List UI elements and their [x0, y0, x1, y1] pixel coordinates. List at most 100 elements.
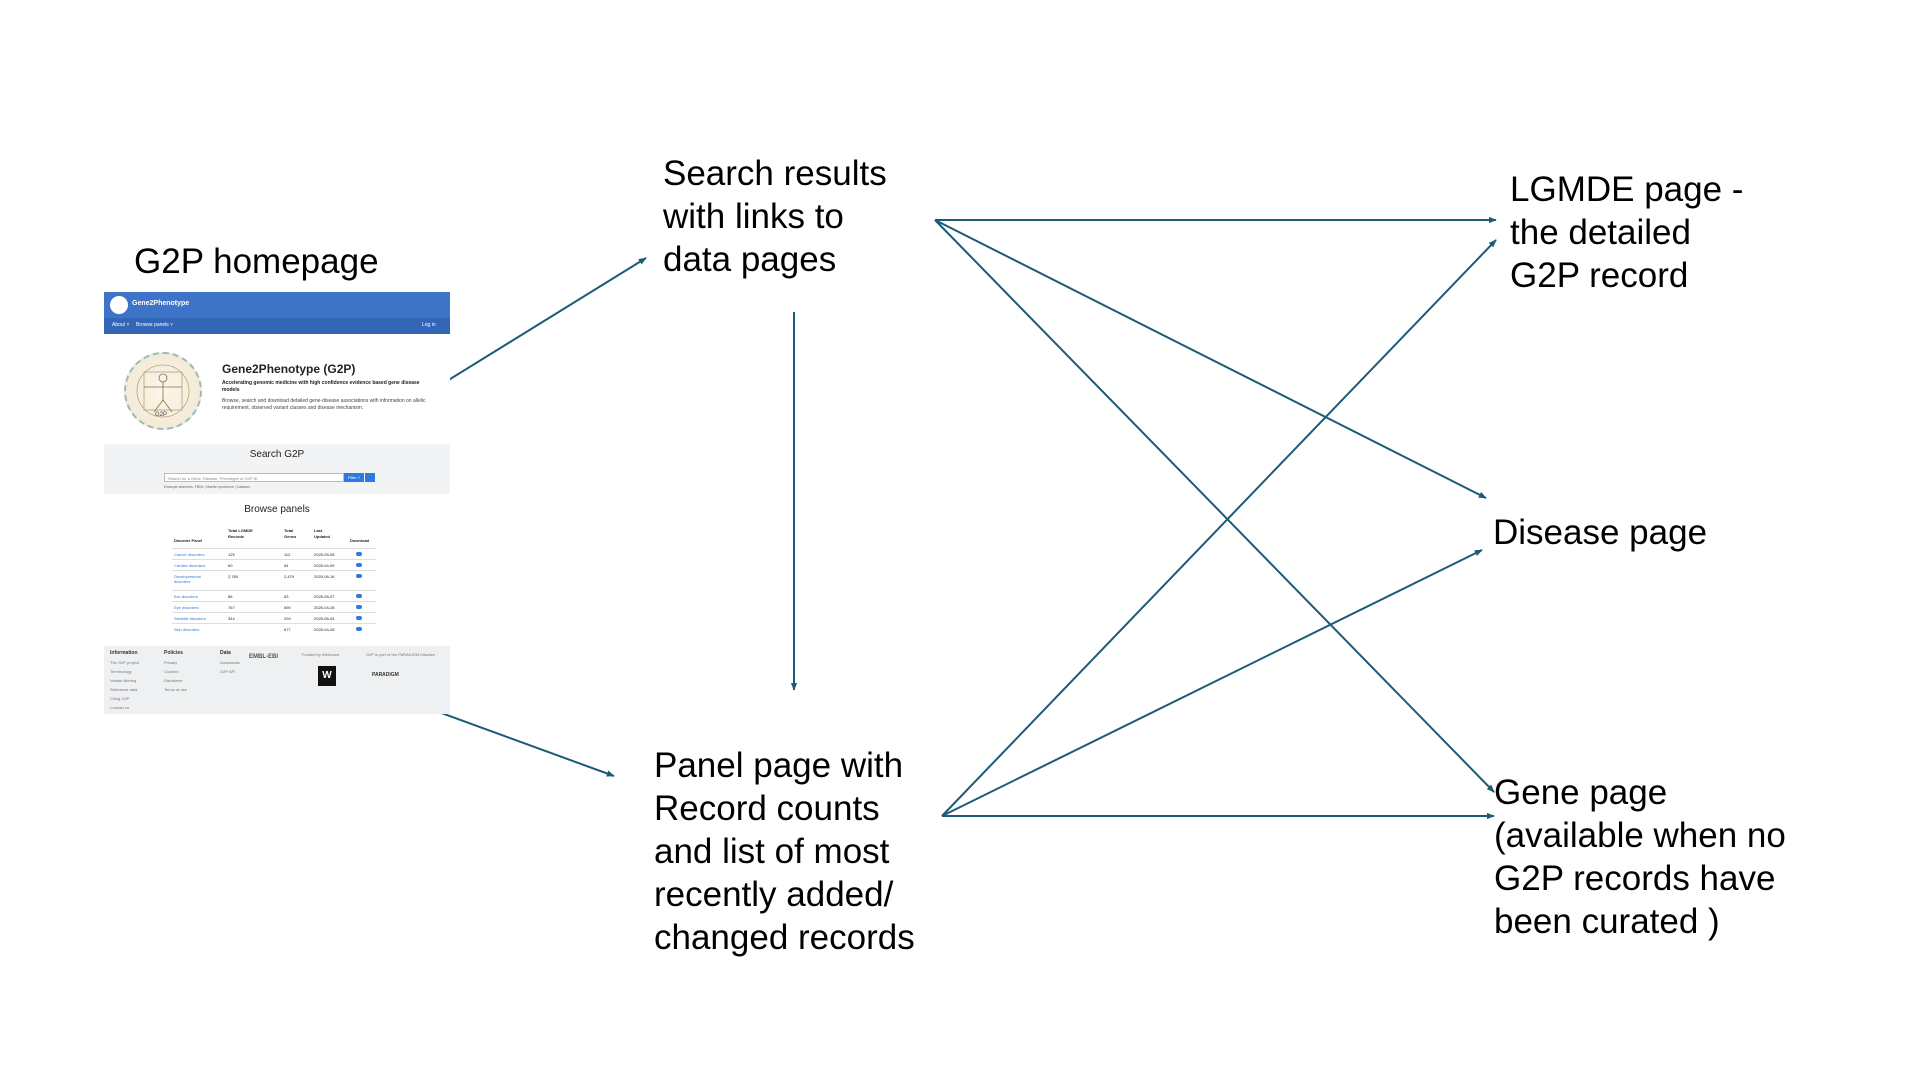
table-row: Skin disorders 677 2025-04-28: [172, 623, 376, 635]
table-row: Ear disorders 86 83 2025-05-07: [172, 590, 376, 602]
nav-about[interactable]: About ˅: [112, 322, 130, 328]
thumb-subtitle: Accelerating genomic medicine with high …: [222, 380, 420, 393]
footer-heading: Information: [110, 650, 138, 656]
thumb-description: Browse, search and download detailed gen…: [222, 398, 426, 411]
genes-cell: 2,479: [284, 574, 295, 579]
footer-heading: Policies: [164, 650, 183, 656]
search-input[interactable]: Search for a Gene, Disease, Phenotype or…: [164, 473, 344, 482]
panel-link[interactable]: Skeletal disorders: [174, 616, 206, 621]
panel-link[interactable]: Skin disorders: [174, 627, 200, 632]
download-icon[interactable]: [356, 552, 362, 556]
footer-link[interactable]: Terminology: [110, 669, 132, 674]
label-lgmde-page: LGMDE page - the detailed G2P record: [1510, 170, 1744, 295]
embl-ebi-logo: EMBL-EBI: [249, 654, 278, 660]
th-genes: Total Genes: [284, 528, 297, 539]
records-cell: 125: [228, 552, 235, 557]
arrow-search-to-disease: [934, 219, 1487, 499]
download-icon[interactable]: [356, 605, 362, 609]
genes-cell: 112: [284, 552, 291, 557]
footer-link[interactable]: Downloads: [220, 660, 240, 665]
footer-link[interactable]: Terms of use: [164, 687, 187, 692]
wellcome-logo: W: [318, 666, 336, 686]
footer-link[interactable]: Privacy: [164, 660, 178, 665]
paradigm-logo: PARADIGM: [372, 672, 399, 678]
table-row: Cardiac disorders 60 54 2025-04-09: [172, 559, 376, 571]
footer-link[interactable]: Contact us: [110, 705, 130, 710]
table-row: Developmental disorders 2,780 2,479 2025-06…: [172, 570, 376, 591]
label-disease-page: Disease page: [1493, 513, 1708, 552]
updated-cell: 2025-06-16: [314, 574, 335, 579]
label-gene-page: Gene page (available when no G2P records…: [1494, 773, 1786, 941]
homepage-screenshot: Gene2Phenotype About ˅ Browse panels ˅ L…: [104, 292, 450, 714]
table-row: Eye disorders 767 690 2025-04-28: [172, 601, 376, 613]
genes-cell: 677: [284, 627, 291, 632]
label-search-results: Search results with links to data pages: [663, 154, 887, 279]
label-panel-page: Panel page with Record counts and list o…: [654, 746, 915, 957]
arrow-panel-to-disease: [941, 549, 1483, 817]
records-cell: 767: [228, 605, 235, 610]
panel-link[interactable]: Cardiac disorders: [174, 563, 206, 568]
th-panel: Disorder Panel: [174, 538, 203, 543]
updated-cell: 2025-04-28: [314, 605, 335, 610]
footer-link[interactable]: Cookies: [164, 669, 179, 674]
updated-cell: 2025-06-04: [314, 616, 335, 621]
download-icon[interactable]: [356, 627, 362, 631]
records-cell: 60: [228, 563, 233, 568]
footer-link[interactable]: G2P API: [220, 669, 236, 674]
panel-link[interactable]: Ear disorders: [174, 594, 198, 599]
thumb-title: Gene2Phenotype (G2P): [222, 362, 356, 376]
search-icon[interactable]: [365, 473, 375, 482]
footer-link[interactable]: Reference data: [110, 687, 138, 692]
download-icon[interactable]: [356, 563, 362, 567]
footer-link[interactable]: The G2P project: [110, 660, 140, 665]
footer-link[interactable]: Disclaimer: [164, 678, 183, 683]
updated-cell: 2025-04-09: [314, 563, 335, 568]
th-download: Download: [350, 538, 370, 543]
thumb-logo-text: G2P: [155, 412, 168, 418]
updated-cell: 2025-05-08: [314, 552, 335, 557]
footer-link[interactable]: Citing G2P: [110, 696, 130, 701]
thumb-search-title: Search G2P: [249, 449, 305, 460]
arrow-search-to-gene: [934, 219, 1495, 793]
panel-link[interactable]: Eye disorders: [174, 605, 199, 610]
genes-cell: 54: [284, 563, 289, 568]
thumb-examples: Example searches: FBN1 | Marfan syndrome…: [164, 485, 250, 489]
footer-heading: Data: [220, 650, 231, 656]
table-row: Skeletal disorders 344 294 2025-06-04: [172, 612, 376, 624]
download-icon[interactable]: [356, 594, 362, 598]
panel-link[interactable]: Cancer disorders: [174, 552, 205, 557]
records-cell: 86: [228, 594, 233, 599]
filter-button[interactable]: Filter ˅: [344, 473, 364, 482]
thumb-brand: Gene2Phenotype: [132, 300, 190, 307]
thumb-header: Gene2Phenotype: [104, 292, 450, 318]
updated-cell: 2025-04-28: [314, 627, 335, 632]
arrow-panel-to-lgmde: [941, 239, 1497, 817]
download-icon[interactable]: [356, 616, 362, 620]
download-icon[interactable]: [356, 574, 362, 578]
thumb-search-band: [104, 444, 450, 494]
table-row: Cancer disorders 125 112 2025-05-08: [172, 548, 376, 560]
label-homepage: G2P homepage: [134, 242, 379, 281]
records-cell: 2,780: [228, 574, 239, 579]
thumb-nav: About ˅ Browse panels ˅ Log in: [104, 318, 450, 334]
thumb-browse-title: Browse panels: [244, 504, 310, 515]
funded-text: Funded by Wellcome: [302, 652, 340, 657]
genes-cell: 83: [284, 594, 289, 599]
vitruvian-logo-icon: [124, 352, 202, 430]
th-updated: Last Updated: [314, 528, 330, 539]
updated-cell: 2025-05-07: [314, 594, 335, 599]
th-records: Total LGMDE Records: [228, 528, 253, 539]
genes-cell: 690: [284, 605, 291, 610]
logo-icon: [110, 296, 128, 314]
records-cell: 344: [228, 616, 235, 621]
nav-browse-panels[interactable]: Browse panels ˅: [136, 322, 174, 328]
genes-cell: 294: [284, 616, 291, 621]
panel-link[interactable]: Developmental disorders: [174, 574, 201, 584]
paradigm-note: G2P is part of the PARADIGM initiative.: [366, 652, 436, 657]
footer-link[interactable]: Variant filtering: [110, 678, 137, 683]
nav-login[interactable]: Log in: [422, 322, 436, 328]
